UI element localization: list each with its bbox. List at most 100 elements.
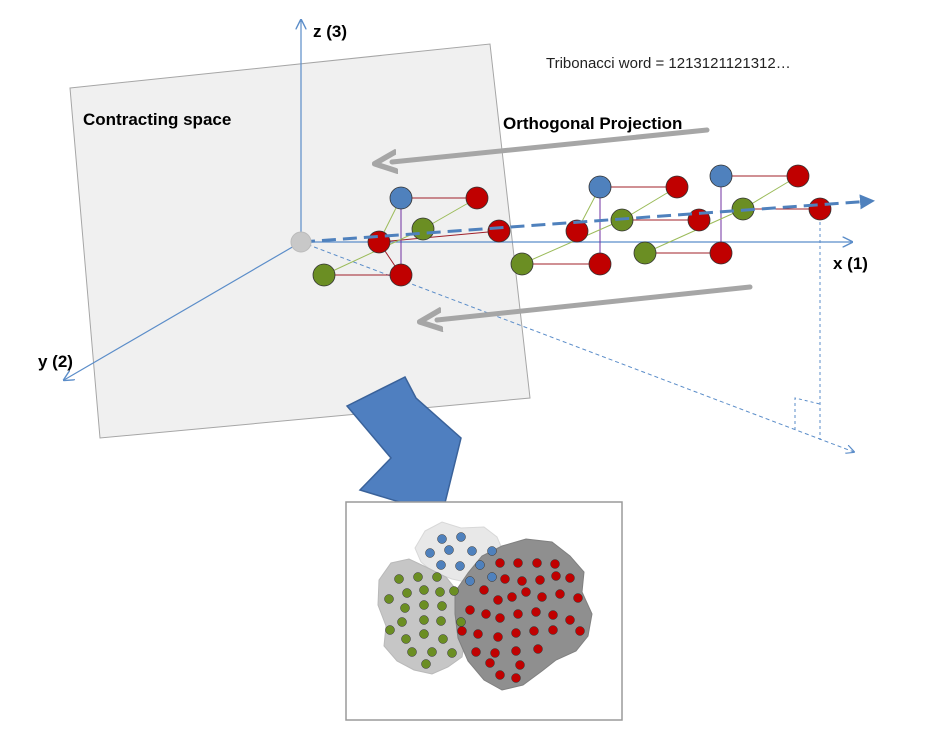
fractal-point xyxy=(555,589,565,599)
fractal-point xyxy=(384,594,394,604)
big-arrow xyxy=(345,376,462,516)
fractal-point xyxy=(550,559,560,569)
rauzy-fractal-inset xyxy=(345,501,623,721)
fractal-point xyxy=(467,546,477,556)
fractal-point xyxy=(511,628,521,638)
fractal-point xyxy=(573,593,583,603)
fractal-point xyxy=(485,658,495,668)
fractal-point xyxy=(529,626,539,636)
fractal-point xyxy=(437,534,447,544)
y-axis xyxy=(64,241,302,380)
fractal-point xyxy=(548,625,558,635)
right-angle-mark xyxy=(794,397,821,430)
lattice-point xyxy=(510,252,534,276)
fractal-point xyxy=(565,573,575,583)
lattice-point xyxy=(411,217,435,241)
fractal-point xyxy=(394,574,404,584)
fractal-point xyxy=(537,592,547,602)
fractal-points xyxy=(384,532,585,683)
fractal-point xyxy=(436,616,446,626)
fractal-point xyxy=(465,576,475,586)
lattice-point xyxy=(709,241,733,265)
fractal-point xyxy=(517,576,527,586)
fractal-point xyxy=(515,660,525,670)
fractal-point xyxy=(490,648,500,658)
fractal-point xyxy=(487,572,497,582)
fractal-point xyxy=(511,646,521,656)
expanding-direction-line xyxy=(300,194,875,244)
fractal-point xyxy=(548,610,558,620)
fractal-point xyxy=(473,629,483,639)
fractal-point xyxy=(421,659,431,669)
y-axis-label: y (2) xyxy=(38,352,73,371)
lattice-point xyxy=(665,175,689,199)
fractal-point xyxy=(513,609,523,619)
fractal-point xyxy=(475,560,485,570)
fractal-point xyxy=(437,601,447,611)
fractal-point xyxy=(575,626,585,636)
origin-point xyxy=(290,231,312,253)
fractal-point xyxy=(402,588,412,598)
fractal-point xyxy=(407,647,417,657)
fractal-point xyxy=(419,600,429,610)
fractal-point xyxy=(533,644,543,654)
fractal-point xyxy=(493,632,503,642)
fractal-point xyxy=(456,532,466,542)
fractal-point xyxy=(447,648,457,658)
x-axis-label: x (1) xyxy=(833,254,868,273)
fractal-point xyxy=(419,585,429,595)
projection-arrow-lower xyxy=(437,284,753,320)
fractal-point xyxy=(397,617,407,627)
tribonacci-word-label: Tribonacci word = 1213121121312… xyxy=(546,55,791,72)
fractal-point xyxy=(413,572,423,582)
fractal-point xyxy=(532,558,542,568)
fractal-point xyxy=(521,587,531,597)
fractal-point xyxy=(535,575,545,585)
fractal-point xyxy=(455,561,465,571)
fractal-point xyxy=(481,609,491,619)
fractal-point xyxy=(457,626,467,636)
fractal-point xyxy=(419,629,429,639)
fractal-point xyxy=(465,605,475,615)
lattice-point xyxy=(588,175,612,199)
fractal-point xyxy=(495,613,505,623)
fractal-point xyxy=(495,558,505,568)
lattice-point xyxy=(487,219,511,243)
fractal-point xyxy=(551,571,561,581)
fractal-point xyxy=(425,548,435,558)
lattice-point xyxy=(312,263,336,287)
orthogonal-projection-label: Orthogonal Projection xyxy=(503,114,682,133)
lattice-points xyxy=(312,164,832,287)
fractal-point xyxy=(419,615,429,625)
fractal-point xyxy=(479,585,489,595)
fractal-point xyxy=(427,647,437,657)
fractal-point xyxy=(471,647,481,657)
fractal-point xyxy=(432,572,442,582)
fractal-point xyxy=(565,615,575,625)
fractal-point xyxy=(513,558,523,568)
fractal-point xyxy=(435,587,445,597)
fractal-point xyxy=(456,617,466,627)
fractal-point xyxy=(385,625,395,635)
fractal-point xyxy=(400,603,410,613)
lattice-point xyxy=(367,230,391,254)
fractal-point xyxy=(511,673,521,683)
contracting-space-label: Contracting space xyxy=(83,110,231,129)
fractal-point xyxy=(449,586,459,596)
z-axis-label: z (3) xyxy=(313,22,347,41)
fractal-point xyxy=(401,634,411,644)
fractal-point xyxy=(531,607,541,617)
fractal-point xyxy=(444,545,454,555)
fractal-point xyxy=(487,546,497,556)
projection-arrow-upper xyxy=(392,127,710,162)
lattice-point xyxy=(588,252,612,276)
fractal-point xyxy=(507,592,517,602)
fractal-point xyxy=(493,595,503,605)
lattice-point xyxy=(465,186,489,210)
fractal-point xyxy=(436,560,446,570)
lattice-point xyxy=(786,164,810,188)
lattice-point xyxy=(709,164,733,188)
lattice-point xyxy=(389,263,413,287)
